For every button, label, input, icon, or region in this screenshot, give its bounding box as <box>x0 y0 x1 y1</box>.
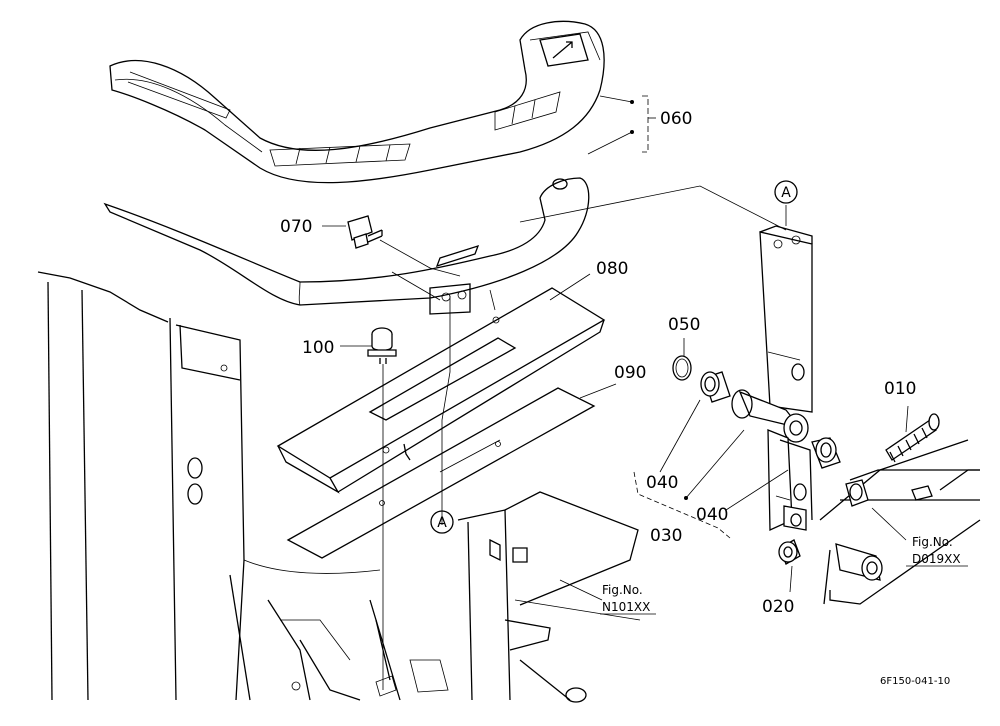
label-090: 090 <box>614 363 646 383</box>
label-040-right: 040 <box>696 505 728 525</box>
label-070: 070 <box>280 217 312 237</box>
ref-marker-a-bottom: A <box>430 510 454 534</box>
label-080: 080 <box>596 259 628 279</box>
gasket-090 <box>286 387 596 559</box>
nut-020 <box>778 539 801 565</box>
figure-code: 6F150-041-10 <box>880 676 950 687</box>
label-100: 100 <box>302 338 334 358</box>
pedal-plate-060 <box>103 177 590 315</box>
pedal-pad-060 <box>109 20 605 184</box>
ref-marker-a-top: A <box>774 180 798 204</box>
fig-ref-left-title: Fig.No. <box>602 583 643 597</box>
ref-marker-a-top-label: A <box>781 185 791 201</box>
label-030: 030 <box>650 526 682 546</box>
bolt-100 <box>367 289 496 690</box>
bushing-040-right <box>811 437 841 469</box>
ref-marker-a-bottom-label: A <box>437 515 447 531</box>
tread-ribs <box>127 71 561 167</box>
shaft-assembly <box>819 439 981 605</box>
bolt-070 <box>347 215 461 277</box>
plate-080 <box>276 287 606 494</box>
bolt-010 <box>885 413 940 463</box>
label-020: 020 <box>762 597 794 617</box>
label-050: 050 <box>668 315 700 335</box>
bushing-040-left <box>700 371 731 403</box>
label-010: 010 <box>884 379 916 399</box>
fig-ref-right-title: Fig.No. <box>912 535 953 549</box>
fig-ref-left-code: N101XX <box>602 600 650 614</box>
pedal-bracket <box>457 491 641 703</box>
pedal-arm-030 <box>633 225 813 539</box>
fig-ref-right-code: D019XX <box>912 552 961 566</box>
leader-lines <box>322 95 909 601</box>
fig-ref-left: Fig.No. N101XX <box>600 583 656 615</box>
clip-050 <box>672 355 692 381</box>
fig-ref-right: Fig.No. D019XX <box>906 535 968 567</box>
label-040-left: 040 <box>646 473 678 493</box>
console-frame <box>37 271 449 701</box>
label-060: 060 <box>660 109 692 129</box>
